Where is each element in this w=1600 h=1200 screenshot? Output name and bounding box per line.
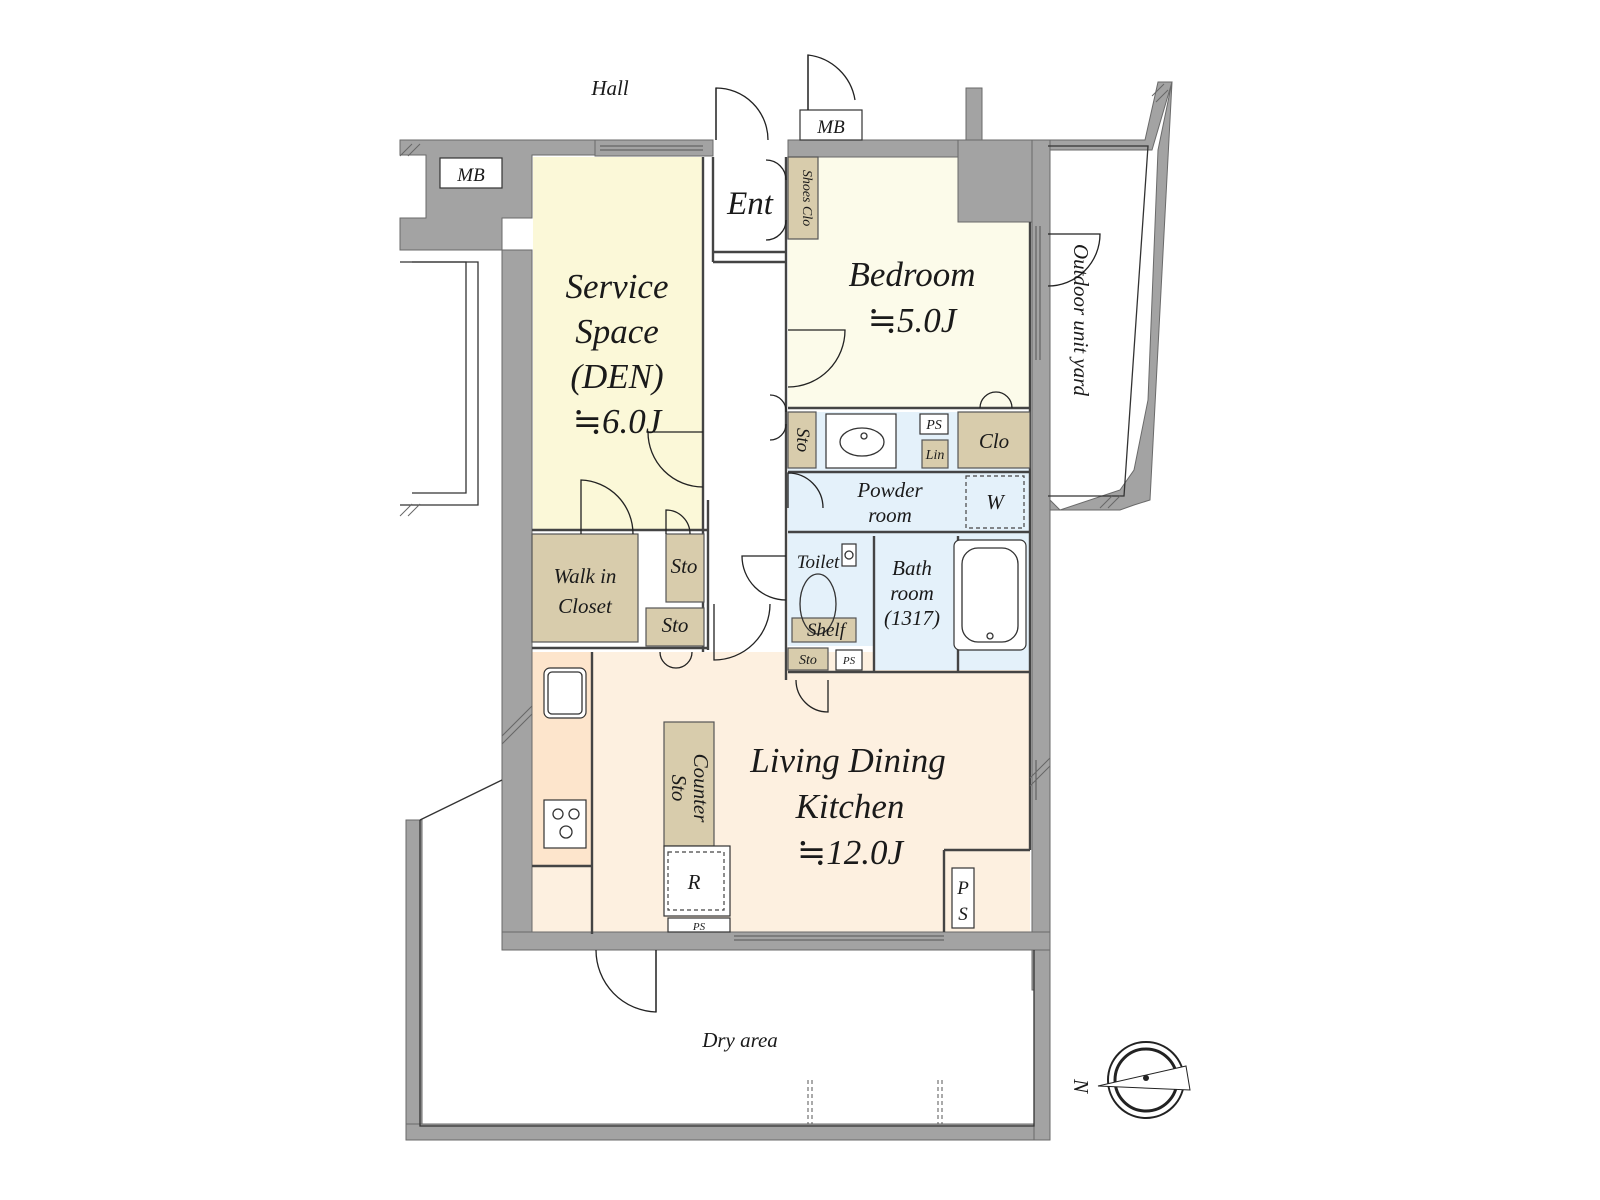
wall-hatching: [399, 83, 1169, 787]
mb-left-box: [439, 157, 503, 189]
shelf-label: Shelf: [807, 620, 848, 641]
ps-washroom-box: [919, 413, 949, 435]
stove: [543, 799, 587, 849]
bathroom-label-2: room: [890, 581, 934, 605]
storage-toilet-label: Sto: [799, 653, 817, 668]
powder-room-label-2: room: [868, 503, 912, 527]
storage-washroom-label: Sto: [792, 428, 813, 452]
entrance-label: Ent: [726, 186, 774, 222]
room-labels: Hall MB MB Ent Shoes Clo Service Space (…: [456, 76, 1093, 1094]
mb-top-box: [799, 109, 863, 141]
bedroom-area: ≒5.0J: [868, 301, 958, 340]
walk-in-closet-box: [531, 533, 639, 643]
ldk-label-2: Kitchen: [795, 787, 905, 826]
service-space-label-3: (DEN): [570, 357, 663, 396]
outdoor-unit-yard-label: Outdoor unit yard: [1069, 244, 1093, 397]
service-space-fill: [533, 157, 703, 529]
toilet-bowl-icon: [799, 573, 837, 635]
bathtub-inner: [961, 547, 1019, 643]
ldk-fill: [532, 652, 1030, 934]
outdoor-unit-yard-outline: [1048, 145, 1149, 497]
storage-upper-box: [665, 533, 705, 603]
bedroom-label: Bedroom: [848, 255, 975, 294]
ps-kitchen-label: PS: [692, 921, 706, 933]
dry-area-label: Dry area: [701, 1028, 778, 1052]
windows: [600, 145, 1041, 1124]
washer-box: [965, 475, 1025, 529]
counter-storage-label-2: Sto: [667, 775, 691, 802]
linen-box: [921, 439, 949, 469]
bathroom-label-1: Bath: [892, 556, 932, 580]
powder-room-fill: [788, 472, 1030, 536]
linen-label: Lin: [925, 448, 945, 463]
vanity-box: [825, 413, 897, 469]
shelf-box: [791, 617, 857, 643]
dry-area-outline: [419, 820, 1035, 1127]
walk-in-closet-label-1: Walk in: [554, 564, 617, 588]
toilet-ps-box: [835, 649, 863, 671]
shoes-closet-box: [787, 156, 819, 240]
refrigerator-label: R: [687, 870, 701, 894]
walk-in-closet-label-2: Closet: [558, 594, 613, 618]
walls: [399, 81, 1173, 1141]
hall-label: Hall: [590, 76, 629, 100]
refrigerator-box: [663, 845, 731, 917]
storage-upper-label: Sto: [671, 554, 698, 578]
storage-lower-label: Sto: [662, 613, 689, 637]
storage-washroom-box: [787, 411, 817, 469]
mb-top-label: MB: [816, 117, 845, 138]
north-label: N: [1069, 1078, 1093, 1094]
kitchen-sink: [543, 667, 587, 719]
ps-washroom-label: PS: [925, 418, 942, 433]
bathroom-label-3: (1317): [884, 606, 940, 630]
ldk-label-1: Living Dining: [749, 741, 945, 780]
closet-label: Clo: [979, 429, 1009, 453]
ps-right-label-2: S: [958, 904, 968, 925]
powder-room-label-1: Powder: [856, 478, 923, 502]
ps-right-box: [951, 867, 975, 929]
dry-area-fill: [420, 948, 1032, 1134]
doors: [580, 54, 1101, 1013]
north-compass-icon: [1097, 1041, 1191, 1119]
sink-icon: [839, 427, 885, 457]
service-space-label-1: Service: [566, 267, 669, 306]
shoes-closet-label: Shoes Clo: [799, 170, 814, 226]
service-space-label-2: Space: [575, 312, 659, 351]
counter-storage-label-1: Counter: [689, 754, 713, 824]
closet-box: [957, 411, 1031, 469]
storage-lower-box: [645, 607, 705, 647]
ps-toilet-label: PS: [842, 655, 856, 667]
ps-kitchen-box: [667, 917, 731, 933]
washer-label: W: [986, 490, 1006, 514]
refrigerator-inner: [667, 851, 725, 911]
bathtub: [953, 539, 1027, 651]
ps-right-label-1: P: [956, 878, 969, 899]
service-space-area: ≒6.0J: [573, 402, 663, 441]
mb-left-label: MB: [456, 165, 485, 186]
toilet-label: Toilet: [797, 552, 840, 573]
ldk-area: ≒12.0J: [797, 833, 905, 872]
toilet-storage-box: [787, 647, 829, 671]
